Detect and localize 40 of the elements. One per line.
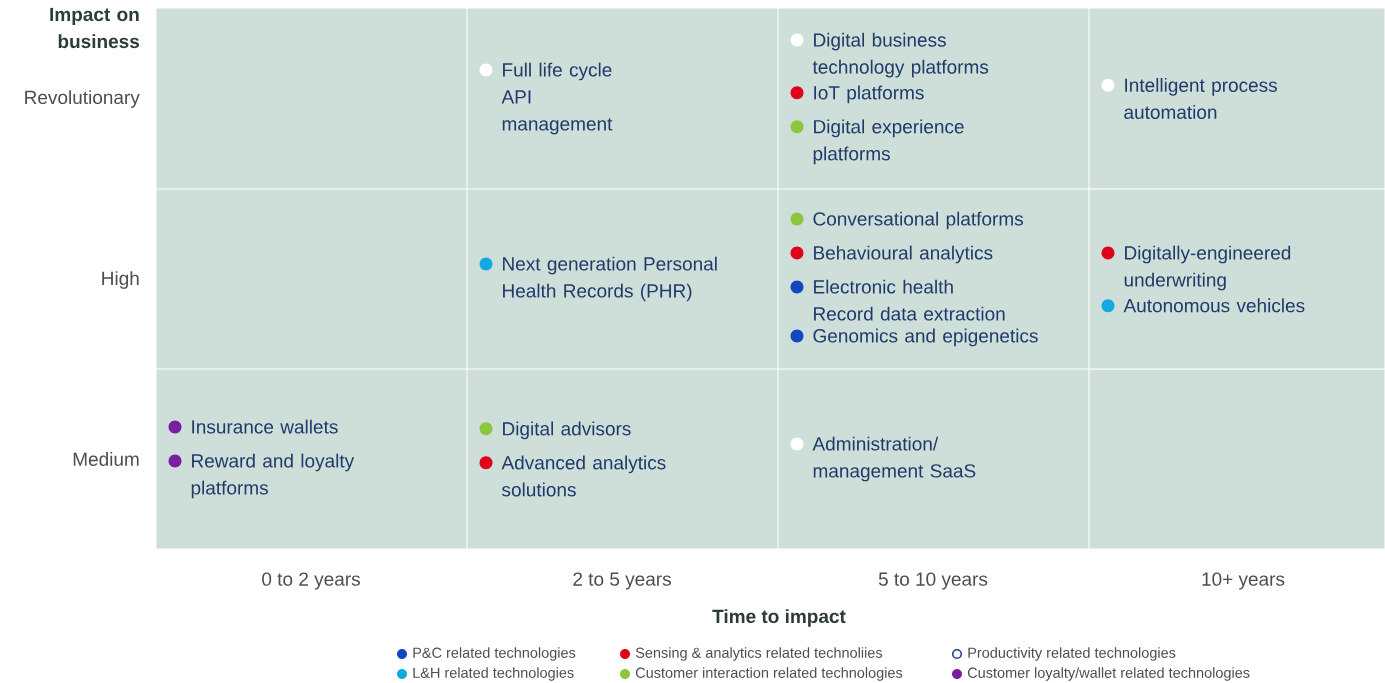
grid-cell: Conversational platforms Behavioural analytics Electronic health Record data extraction Genomics and epigenetics	[778, 189, 1089, 369]
grid-cell: Intelligent process automation	[1089, 8, 1385, 189]
grid-cell: Next generation Personal Health Records (PHR)	[467, 189, 778, 369]
grid-cell: Digitally-engineered underwriting Autonomous vehicles	[1089, 189, 1385, 369]
node-label: Genomics and epigenetics	[813, 328, 1038, 347]
axis-title: Time to impact	[712, 609, 846, 627]
node-label: Advanced analytics solutions	[501, 455, 666, 497]
grid-cell: Administration/ management SaaS	[778, 369, 1089, 549]
grid-cell: Digital business technology platforms IoT platforms Digital experience platforms	[778, 8, 1089, 189]
legend-text: Sensing & analytics related technoliies	[635, 647, 883, 661]
node-label: Autonomous vehicles	[1123, 298, 1305, 313]
node-label: Intelligent process automation	[1124, 78, 1277, 119]
legend-text: Productivity related technologies	[968, 647, 1176, 661]
legend-text: L&H related technologies	[413, 667, 574, 681]
grid-cell: Insurance wallets Reward and loyalty platforms	[156, 369, 467, 549]
node-label: Next generation Personal Health Records (PHR)	[503, 256, 717, 302]
node-label: Digital advisors	[503, 421, 631, 440]
column-label: 0 to 2 years	[262, 572, 360, 590]
node-label: Reward and loyalty platforms	[191, 453, 355, 499]
grid-cell: Digital advisors Advanced analytics solutions	[467, 369, 778, 549]
column-label: 2 to 5 years	[573, 572, 671, 590]
grid-cell	[1089, 369, 1385, 549]
node-label: Administration/ management SaaS	[812, 436, 976, 482]
node-label: IoT platforms	[814, 85, 924, 104]
node-label: Full life cycle API management	[501, 62, 613, 135]
node-label: Digitally-engineered underwriting	[1124, 245, 1291, 291]
legend-text: Customer interaction related technologies	[635, 667, 903, 681]
row-label: Medium	[73, 452, 139, 466]
column-label: 5 to 10 years	[878, 572, 988, 590]
grid-cell	[156, 8, 467, 189]
node-label: Electronic health Record data extraction	[814, 279, 1005, 321]
legend-text: Customer loyalty/wallet related technologies	[967, 667, 1250, 681]
node-label: Conversational platforms	[813, 211, 1023, 230]
legend-text: P&C related technologies	[413, 647, 576, 661]
grid-cell	[156, 189, 467, 369]
node-label: Digital experience platforms	[813, 119, 964, 165]
grid-cell: Full life cycle API management	[467, 8, 778, 189]
node-label: Digital business technology platforms	[812, 32, 989, 78]
node-label: Behavioural analytics	[814, 245, 993, 264]
node-label: Insurance wallets	[192, 419, 338, 434]
